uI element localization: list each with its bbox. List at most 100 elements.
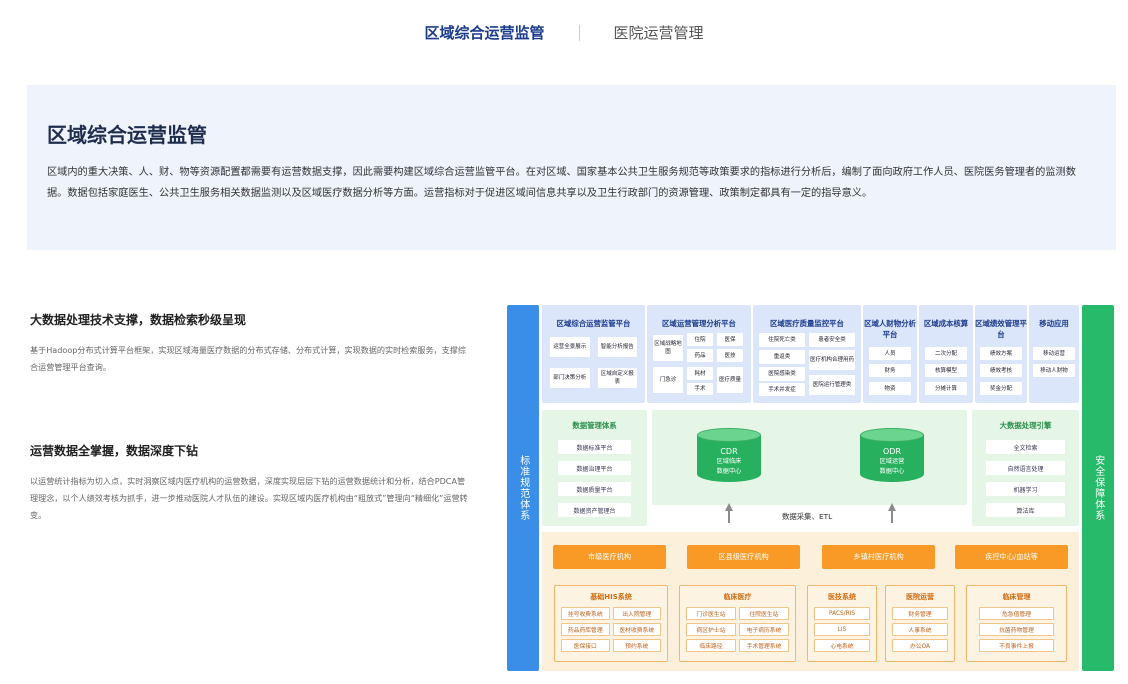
bigdata-item: 机器学习	[986, 482, 1065, 496]
odr-line2: 数据中心	[879, 468, 905, 475]
app-cell: 手术并发症	[759, 383, 805, 396]
system-item: 财务管理	[892, 607, 948, 620]
app-cell: 绩效方案	[980, 347, 1022, 360]
intro-text: 区域内的重大决策、人、财、物等资源配置都需要有运营数据支撑，因此需要构建区域综合…	[47, 167, 1076, 199]
app-cell: 核算模型	[925, 364, 967, 377]
tab-regional-operation[interactable]: 区域综合运营监管	[424, 24, 545, 42]
system-item: 医材收费系统	[612, 623, 661, 636]
arrow-up-icon	[725, 503, 733, 525]
bigdata-item: 自然语言处理	[986, 461, 1065, 475]
app-cell: 二次分配	[925, 347, 967, 360]
cdr-line1: 区域临床	[716, 458, 742, 465]
data-mgmt-item: 数据资产管理台	[558, 503, 631, 517]
app-cell: 患者安全类	[809, 333, 855, 347]
app-cell: 移动人财物	[1033, 364, 1075, 377]
feature-title: 运营数据全掌握，数据深度下钻	[30, 444, 199, 458]
standards-bar: 标准规范体系	[507, 305, 539, 671]
app-cell: 医院运行管理类	[809, 375, 855, 395]
app-block: 区域综合运营监管平台 运营全景展示 智能分析报告 部门决策分析 区域自定义报表	[542, 305, 645, 403]
system-block: 医技系统 PACS/RIS LIS 心电系统	[807, 585, 877, 662]
app-cell: 医保	[717, 333, 743, 346]
app-cell: 区域战略地图	[653, 335, 683, 361]
feature-desc: 基于Hadoop分布式计算平台框架，实现区域海量医疗数据的分布式存储、分布式计算…	[30, 345, 466, 372]
app-cell: 医技	[717, 349, 743, 362]
system-item: 出入院管理	[612, 607, 661, 620]
system-block: 基础HIS系统 挂号收费系统 出入院管理 药品药库管理 医材收费系统 医保接口 …	[554, 585, 668, 662]
bigdata-item: 算法库	[986, 503, 1065, 517]
system-item: 病区护士站	[686, 623, 736, 636]
feature-desc: 以运营统计指标为切入点，实时洞察区域内医疗机构的运营数据，深度实现层层下钻的运营…	[30, 476, 468, 520]
institution-county: 区县级医疗机构	[687, 545, 800, 569]
system-item: 办公OA	[892, 639, 948, 652]
app-title: 移动应用	[1039, 319, 1069, 328]
system-item: 临床路径	[686, 639, 736, 652]
system-item: 住院医生站	[739, 607, 789, 620]
system-item: LIS	[814, 623, 870, 636]
system-item: 挂号收费系统	[561, 607, 610, 620]
arrow-up-icon	[888, 503, 896, 525]
system-item: 危急值管理	[979, 607, 1054, 620]
bigdata-engine-block: 大数据处理引擎 全文检索 自然语言处理 机器学习 算法库	[972, 410, 1079, 526]
tab-hospital-operation[interactable]: 医院运营管理	[613, 24, 704, 42]
system-item: 手术管理系统	[739, 639, 789, 652]
app-block: 区域医疗质量监控平台 住院死亡类 患者安全类 重返类 医疗机构合理用药 医院感染…	[753, 305, 861, 403]
app-title: 区域综合运营监管平台	[556, 319, 631, 328]
app-title: 区域医疗质量监控平台	[770, 319, 844, 328]
cdr-name: CDR	[720, 447, 738, 456]
app-cell: 运营全景展示	[550, 337, 590, 357]
app-cell: 医院感染类	[759, 367, 805, 381]
institution-city: 市级医疗机构	[553, 545, 666, 569]
app-cell: 人员	[869, 347, 911, 360]
cdr-line2: 数据中心	[716, 468, 742, 475]
system-item: 人事系统	[892, 623, 948, 636]
architecture-diagram: 标准规范体系 安全保障体系 区域综合运营监管平台 运营全景展示 智能分析报告 部…	[507, 305, 1114, 671]
system-item: 药品药库管理	[561, 623, 610, 636]
app-block: 区域成本核算 二次分配 核算模型 分摊计算	[919, 305, 973, 403]
system-title: 临床医疗	[723, 593, 752, 601]
data-mgmt-title: 数据管理体系	[572, 421, 617, 430]
system-block: 医院运营 财务管理 人事系统 办公OA	[885, 585, 955, 662]
app-cell: 药品	[687, 349, 713, 362]
data-mgmt-item: 数据治理平台	[558, 461, 631, 475]
tab-divider	[578, 24, 580, 41]
app-cell: 区域自定义报表	[597, 368, 637, 388]
app-cell: 奖金分配	[980, 382, 1022, 395]
system-block: 临床医疗 门诊医生站 住院医生站 病区护士站 电子病历系统 临床路径 手术管理系…	[679, 585, 796, 662]
system-title: 基础HIS系统	[590, 593, 632, 601]
cdr-database-icon: CDR 区域临床数据中心	[697, 428, 761, 482]
app-cell: 智能分析报告	[597, 337, 637, 357]
intro-panel: 区域综合运营监管 区域内的重大决策、人、财、物等资源配置都需要有运营数据支撑，因…	[27, 85, 1116, 250]
app-cell: 门急诊	[653, 367, 683, 393]
app-title: 区域成本核算	[923, 319, 969, 328]
security-bar: 安全保障体系	[1082, 305, 1114, 671]
data-mgmt-item: 数据质量平台	[558, 482, 631, 496]
app-cell: 移动运营	[1033, 347, 1075, 360]
app-block: 区域人财物分析平台 人员 财务 物资	[863, 305, 917, 403]
system-item: 预约系统	[612, 639, 661, 652]
feature-title: 大数据处理技术支撑，数据检索秒级呈现	[30, 313, 247, 327]
top-tabs: 区域综合运营监管 医院运营管理	[0, 22, 1128, 43]
app-cell: 财务	[869, 364, 911, 377]
app-cell: 重返类	[759, 350, 805, 364]
system-block: 临床管理 危急值管理 抗菌药物管理 不良事件上报	[966, 585, 1067, 662]
app-cell: 分摊计算	[925, 382, 967, 395]
app-block: 区域绩效管理平台 绩效方案 绩效考核 奖金分配	[975, 305, 1027, 403]
app-title: 区域绩效管理平台	[975, 319, 1027, 339]
odr-line1: 区域运营	[879, 458, 905, 465]
system-item: 心电系统	[814, 639, 870, 652]
system-title: 医技系统	[828, 593, 856, 601]
app-block: 移动应用 移动运营 移动人财物	[1029, 305, 1079, 403]
system-item: 抗菌药物管理	[979, 623, 1054, 636]
app-cell: 物资	[869, 382, 911, 395]
institution-cdc: 疾控中心/血站等	[955, 545, 1068, 569]
app-cell: 手术	[687, 383, 713, 395]
data-mgmt-item: 数据标准平台	[558, 440, 631, 454]
app-cell: 住院死亡类	[759, 333, 805, 347]
app-cell: 医疗机构合理用药	[809, 350, 855, 370]
system-title: 临床管理	[1002, 593, 1031, 601]
app-cell: 部门决策分析	[550, 368, 590, 388]
system-item: 电子病历系统	[739, 623, 789, 636]
system-title: 医院运营	[906, 593, 934, 601]
system-item: 医保接口	[561, 639, 610, 652]
